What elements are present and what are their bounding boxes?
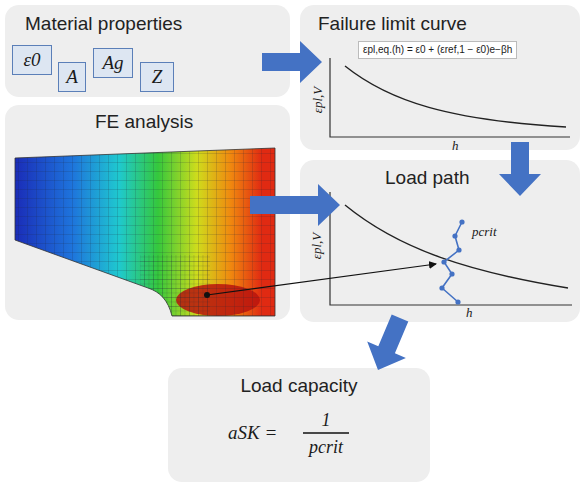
graph-axes bbox=[330, 192, 572, 305]
formula-text: εpl,eq.(h) = ε0 + (εref,1 − ε0)e−βh bbox=[358, 41, 517, 59]
property-symbol: A bbox=[66, 66, 78, 88]
point-label: pcrit bbox=[472, 224, 497, 240]
panel-title: Load path bbox=[385, 167, 470, 189]
axis-label: h bbox=[466, 305, 473, 321]
result-panel: Load capacity bbox=[168, 368, 430, 482]
step-panel: Load path bbox=[300, 160, 580, 322]
property-symbol: Z bbox=[152, 66, 163, 88]
property-box: Ag bbox=[93, 48, 133, 78]
block-arrow bbox=[250, 184, 340, 226]
graph-axes bbox=[330, 58, 570, 137]
block-arrow bbox=[499, 142, 541, 196]
property-box: ε0 bbox=[12, 45, 52, 75]
property-box: A bbox=[58, 62, 86, 92]
formula-text: 1 bbox=[322, 409, 331, 431]
fe-mesh bbox=[10, 140, 280, 320]
fe-model bbox=[10, 140, 280, 320]
step-panel: Failure limit curve bbox=[300, 5, 580, 150]
panel-title: Failure limit curve bbox=[318, 13, 467, 35]
panel-title: FE analysis bbox=[95, 111, 193, 133]
axis-label: εpl,V bbox=[309, 233, 325, 259]
panel-title: Load capacity bbox=[168, 375, 430, 397]
formula-text: aSK = bbox=[228, 421, 277, 444]
property-symbol: Ag bbox=[102, 52, 123, 74]
load-path-line bbox=[442, 222, 462, 302]
property-symbol: ε0 bbox=[24, 49, 41, 71]
fe-contour bbox=[10, 140, 280, 320]
fraction-bar bbox=[303, 432, 349, 433]
group-panel: Material properties ε0A AgZ bbox=[5, 5, 290, 97]
formula-text: pcrit bbox=[309, 436, 343, 458]
fe-mesh-fine bbox=[140, 255, 210, 320]
leader-line bbox=[207, 264, 436, 295]
block-arrow bbox=[262, 41, 322, 83]
failure-curve bbox=[345, 205, 568, 288]
property-box: Z bbox=[140, 62, 174, 92]
block-arrow bbox=[367, 315, 408, 371]
load-path-points bbox=[439, 219, 464, 304]
axis-label: εpl,V bbox=[310, 87, 326, 113]
failure-curve bbox=[345, 66, 566, 127]
axis-label: h bbox=[452, 138, 459, 154]
panel-title: Material properties bbox=[25, 13, 182, 35]
